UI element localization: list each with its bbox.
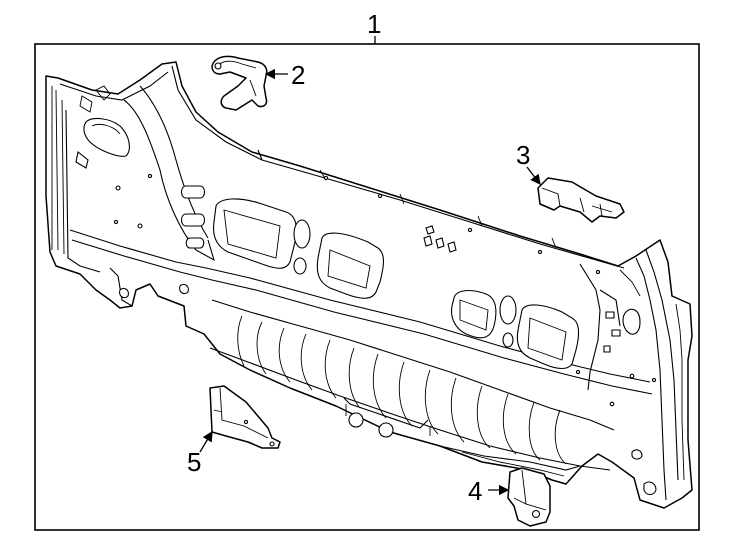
diagram-frame — [34, 43, 700, 531]
callout-3-number: 3 — [516, 140, 530, 170]
callout-4-number: 4 — [468, 476, 482, 506]
callout-1-number: 1 — [367, 9, 381, 39]
part-4-support — [507, 467, 551, 527]
callout-5-number: 5 — [187, 447, 201, 477]
callout-5-leader — [199, 430, 213, 453]
part-3-bracket — [537, 177, 625, 223]
part-5-gusset — [209, 385, 281, 449]
callout-2-number: 2 — [291, 60, 305, 90]
callout-3-leader — [526, 166, 541, 186]
part-2-clip — [211, 55, 268, 111]
part-1-rear-panel — [45, 61, 693, 509]
